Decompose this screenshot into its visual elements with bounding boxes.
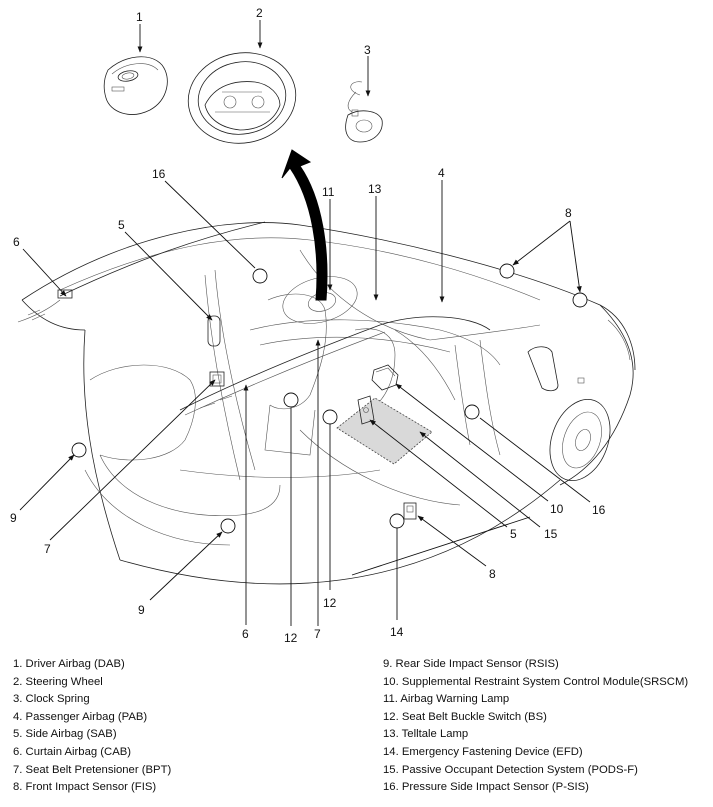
callout-3: 3 <box>364 43 371 57</box>
callout-numbers: 1 2 3 16 11 13 4 8 5 6 9 7 9 6 12 7 12 1… <box>10 6 606 645</box>
callout-8-lower: 8 <box>489 567 496 581</box>
legend-item-14: 14. Emergency Fastening Device (EFD) <box>383 745 583 758</box>
legend-item-8: 8. Front Impact Sensor (FIS) <box>13 781 157 794</box>
rear-side-impact-sensor-bracket <box>209 371 225 387</box>
callout-10: 10 <box>550 502 564 516</box>
driver-airbag-module <box>103 56 168 115</box>
legend-item-10: 10. Supplemental Restraint System Contro… <box>383 675 689 688</box>
steering-wheel <box>187 52 297 144</box>
callout-7-bottom: 7 <box>314 627 321 641</box>
callout-12-right: 12 <box>323 596 337 610</box>
marker-14 <box>389 513 405 529</box>
legend-item-6: 6. Curtain Airbag (CAB) <box>13 745 132 758</box>
clock-spring <box>345 81 383 143</box>
callout-11: 11 <box>322 185 335 199</box>
legend-column-right: 9. Rear Side Impact Sensor (RSIS) 10. Su… <box>383 656 688 797</box>
legend-item-4: 4. Passenger Airbag (PAB) <box>13 710 148 723</box>
leader-lines <box>19 20 591 626</box>
marker-9-left <box>71 442 87 458</box>
callout-9-left: 9 <box>10 511 17 525</box>
callout-15: 15 <box>544 527 558 541</box>
legend-item-9: 9. Rear Side Impact Sensor (RSIS) <box>383 658 559 670</box>
legend-item-2: 2. Steering Wheel <box>13 675 103 688</box>
assembly-arrow <box>281 149 328 301</box>
callout-6-top: 6 <box>13 235 20 249</box>
callout-16-right: 16 <box>592 503 606 517</box>
callout-6-bottom: 6 <box>242 627 249 641</box>
callout-9-lower: 9 <box>138 603 145 617</box>
sensor-location-markers <box>71 263 588 534</box>
marker-16-right <box>464 404 480 420</box>
legend-column-left: 1. Driver Airbag (DAB) 2. Steering Wheel… <box>13 656 171 797</box>
legend-item-12: 12. Seat Belt Buckle Switch (BS) <box>383 710 547 723</box>
callout-13: 13 <box>368 182 382 196</box>
legend-item-16: 16. Pressure Side Impact Sensor (P-SIS) <box>383 781 589 794</box>
efd-bracket <box>403 502 417 520</box>
marker-9-lower <box>220 518 236 534</box>
marker-16-upper <box>252 268 268 284</box>
legend-item-5: 5. Side Airbag (SAB) <box>13 728 117 741</box>
legend-item-1: 1. Driver Airbag (DAB) <box>13 658 125 670</box>
marker-12-right <box>322 409 338 425</box>
curtain-airbag-harness <box>17 221 491 416</box>
callout-4: 4 <box>438 166 445 180</box>
callout-8-top: 8 <box>565 206 572 220</box>
marker-12-left <box>283 392 299 408</box>
component-legend: 1. Driver Airbag (DAB) 2. Steering Wheel… <box>0 656 713 806</box>
legend-item-15: 15. Passive Occupant Detection System (P… <box>383 763 638 776</box>
legend-item-3: 3. Clock Spring <box>13 693 90 706</box>
airbag-system-diagram: 1 2 3 16 11 13 4 8 5 6 9 7 9 6 12 7 12 1… <box>10 6 636 645</box>
callout-14: 14 <box>390 625 404 639</box>
callout-2: 2 <box>256 6 263 20</box>
callout-12-bottom: 12 <box>284 631 298 645</box>
side-airbag-pillar-module <box>207 315 221 347</box>
callout-7-left: 7 <box>44 542 51 556</box>
legend-item-13: 13. Telltale Lamp <box>383 728 469 741</box>
legend-item-7: 7. Seat Belt Pretensioner (BPT) <box>13 763 172 776</box>
legend-item-11: 11. Airbag Warning Lamp <box>383 693 510 706</box>
callout-5-top: 5 <box>118 218 125 232</box>
marker-8-right <box>572 292 588 308</box>
marker-8-left <box>499 263 515 279</box>
callout-16-top: 16 <box>152 167 166 181</box>
callout-1: 1 <box>136 10 143 24</box>
callout-5-lower: 5 <box>510 527 517 541</box>
